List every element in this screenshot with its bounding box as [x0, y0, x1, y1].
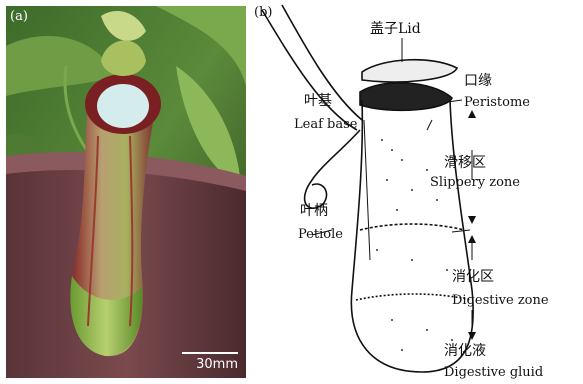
scale-bar-label: 30mm — [196, 357, 238, 372]
label-fluid-en: Digestive gluid — [444, 366, 543, 379]
label-digestive-en: Digestive zone — [452, 294, 549, 307]
stipple-shading — [376, 139, 453, 351]
pitcher-body-outline — [351, 100, 473, 372]
label-peristome-en: Peristome — [464, 96, 530, 109]
label-leaf-base-en: Leaf base — [294, 118, 357, 131]
label-petiole-en: Petiole — [298, 228, 343, 241]
panel-b-diagram: (b) 盖子Lid 口缘 Peristome 叶基 Leaf base 滑移区 … — [252, 0, 583, 384]
label-peristome-cn: 口缘 — [464, 74, 492, 88]
pitcher-line-drawing — [252, 0, 583, 384]
pitcher-photo-illustration — [6, 6, 246, 378]
panel-b-letter: (b) — [254, 6, 272, 19]
label-digestive-cn: 消化区 — [452, 270, 494, 284]
peristome-outline — [360, 83, 452, 111]
label-slippery-cn: 滑移区 — [444, 156, 486, 170]
label-fluid-cn: 消化液 — [444, 344, 486, 358]
label-petiole-cn: 叶柄 — [300, 204, 328, 218]
leaf-blade-outline — [262, 10, 357, 130]
panel-a-photo: (a) 30mm — [6, 6, 246, 378]
label-leaf-base-cn: 叶基 — [304, 94, 332, 108]
petiole-tendril — [305, 130, 360, 208]
label-lid: 盖子Lid — [370, 22, 421, 36]
panel-a-letter: (a) — [10, 10, 28, 23]
scale-bar — [182, 352, 238, 354]
lid-outline — [362, 60, 457, 82]
label-slippery-en: Slippery zone — [430, 176, 520, 189]
